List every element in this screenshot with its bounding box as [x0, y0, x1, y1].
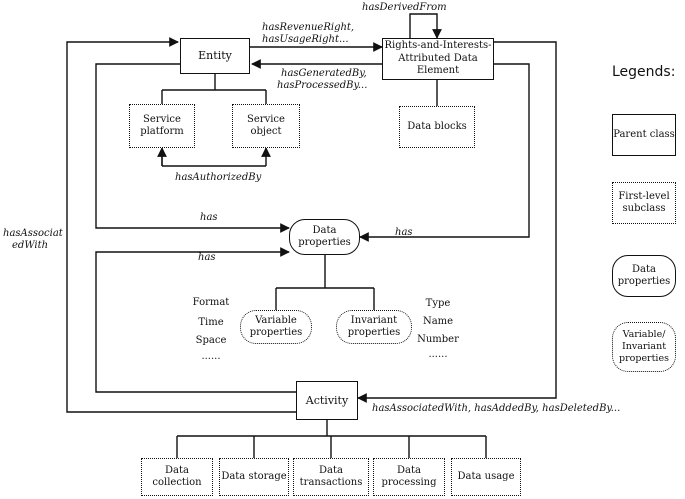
has-associated-with-label-line1: hasAssociat [3, 228, 63, 239]
variable-properties-node: Variable properties [240, 310, 312, 344]
activity-label: Activity [305, 393, 349, 407]
variable-example-time: Time [198, 317, 224, 328]
service-platform-label: Service platform [140, 113, 184, 138]
invariant-properties-node: Invariant properties [336, 310, 412, 344]
has-generated-by-label-line2: hasProcessedBy... [277, 80, 368, 91]
has-generated-by-label-line1: hasGeneratedBy, [281, 68, 367, 79]
legend-data-properties-label: Data properties [617, 263, 671, 288]
activity-node: Activity [296, 381, 358, 420]
variable-example-format: Format [192, 297, 230, 308]
data-processing-node: Data processing [373, 458, 445, 496]
has-authorized-by-label: hasAuthorizedBy [175, 172, 262, 183]
has-label-entity: has [200, 212, 218, 223]
variable-properties-label: Variable properties [249, 314, 303, 339]
data-storage-label: Data storage [221, 470, 287, 482]
data-collection-node: Data collection [141, 458, 213, 496]
activity-relations-label: hasAssociatedWith, hasAddedBy, hasDelete… [372, 403, 621, 414]
invariant-example-ellipsis: ...... [428, 349, 448, 360]
legend-first-level-subclass: First-level subclass [612, 182, 676, 224]
data-collection-label: Data collection [152, 464, 202, 489]
data-properties-node: Data properties [289, 219, 360, 255]
entity-label: Entity [198, 49, 232, 63]
data-blocks-node: Data blocks [399, 106, 475, 148]
legend-first-level-subclass-label: First-level subclass [618, 190, 670, 215]
data-blocks-label: Data blocks [407, 120, 467, 132]
data-storage-node: Data storage [219, 458, 289, 496]
legend-title: Legends: [612, 64, 676, 80]
invariant-properties-label: Invariant properties [347, 314, 401, 339]
invariant-example-number: Number [417, 334, 459, 345]
data-transactions-node: Data transactions [293, 458, 369, 496]
data-properties-label: Data properties [298, 224, 351, 249]
has-revenue-right-label-line1: hasRevenueRight, [262, 22, 355, 33]
legend-variable-invariant: Variable/ Invariant properties [612, 322, 676, 372]
variable-example-ellipsis: ...... [201, 351, 221, 362]
legend-variable-invariant-label: Variable/ Invariant properties [619, 329, 669, 364]
service-platform-node: Service platform [129, 104, 195, 148]
data-usage-node: Data usage [451, 458, 521, 496]
rights-label: Rights-and-Interests-Attributed Data Ele… [384, 40, 492, 77]
invariant-example-type: Type [425, 298, 451, 309]
has-associated-with-label-line2: edWith [12, 240, 49, 251]
entity-node: Entity [180, 38, 250, 74]
invariant-example-name: Name [422, 316, 454, 327]
legend-parent-class-label: Parent class [613, 128, 675, 140]
has-label-activity: has [198, 252, 216, 263]
data-processing-label: Data processing [381, 464, 437, 489]
has-derived-from-label: hasDerivedFrom [362, 2, 447, 13]
legend-parent-class: Parent class [612, 114, 676, 156]
data-transactions-label: Data transactions [299, 464, 363, 489]
has-label-rights: has [395, 227, 413, 238]
legend-data-properties: Data properties [612, 255, 676, 297]
data-usage-label: Data usage [457, 470, 515, 482]
service-object-label: Service object [247, 113, 285, 138]
has-revenue-right-label-line2: hasUsageRight... [262, 34, 349, 45]
service-object-node: Service object [232, 104, 300, 148]
variable-example-space: Space [195, 335, 227, 346]
rights-node: Rights-and-Interests-Attributed Data Ele… [382, 38, 494, 80]
